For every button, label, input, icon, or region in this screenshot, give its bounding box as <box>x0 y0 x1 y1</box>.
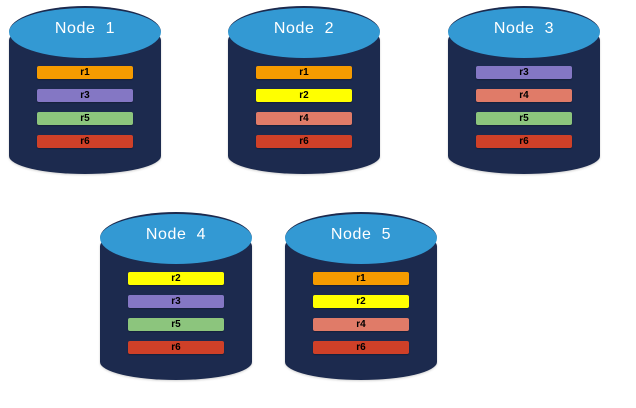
replica-bar: r2 <box>256 89 352 102</box>
node-cylinder-3: Node 3 r3 r4 r5 r6 <box>448 4 600 186</box>
node-cylinder-2: Node 2 r1 r2 r4 r6 <box>228 4 380 186</box>
replica-bar: r2 <box>313 295 409 308</box>
replica-list: r2 r3 r5 r6 <box>128 272 224 354</box>
cylinder-top-ellipse <box>100 212 252 264</box>
replica-bar: r5 <box>37 112 133 125</box>
replica-bar: r6 <box>313 341 409 354</box>
replica-bar: r5 <box>128 318 224 331</box>
replica-bar: r5 <box>476 112 572 125</box>
replica-bar: r6 <box>256 135 352 148</box>
replica-bar: r6 <box>128 341 224 354</box>
replica-list: r1 r2 r4 r6 <box>256 66 352 148</box>
replica-bar: r6 <box>476 135 572 148</box>
replica-bar: r4 <box>256 112 352 125</box>
node-label: Node 1 <box>54 20 116 37</box>
replica-bar: r1 <box>256 66 352 79</box>
replica-bar: r3 <box>476 66 572 79</box>
node-label: Node 2 <box>273 20 335 37</box>
cylinder-top-ellipse <box>9 6 161 58</box>
node-label: Node 3 <box>493 20 555 37</box>
replica-bar: r2 <box>128 272 224 285</box>
cylinder-top-ellipse <box>228 6 380 58</box>
replica-bar: r6 <box>37 135 133 148</box>
replica-bar: r4 <box>313 318 409 331</box>
replica-bar: r3 <box>37 89 133 102</box>
replica-bar: r1 <box>313 272 409 285</box>
node-label: Node 5 <box>330 226 392 243</box>
node-cylinder-5: Node 5 r1 r2 r4 r6 <box>285 210 437 392</box>
node-cylinder-1: Node 1 r1 r3 r5 r6 <box>9 4 161 186</box>
node-label: Node 4 <box>145 226 207 243</box>
replica-list: r3 r4 r5 r6 <box>476 66 572 148</box>
replica-list: r1 r2 r4 r6 <box>313 272 409 354</box>
replica-list: r1 r3 r5 r6 <box>37 66 133 148</box>
cylinder-top-ellipse <box>448 6 600 58</box>
replica-bar: r4 <box>476 89 572 102</box>
node-cylinder-4: Node 4 r2 r3 r5 r6 <box>100 210 252 392</box>
cylinder-top-ellipse <box>285 212 437 264</box>
replica-bar: r1 <box>37 66 133 79</box>
replica-bar: r3 <box>128 295 224 308</box>
